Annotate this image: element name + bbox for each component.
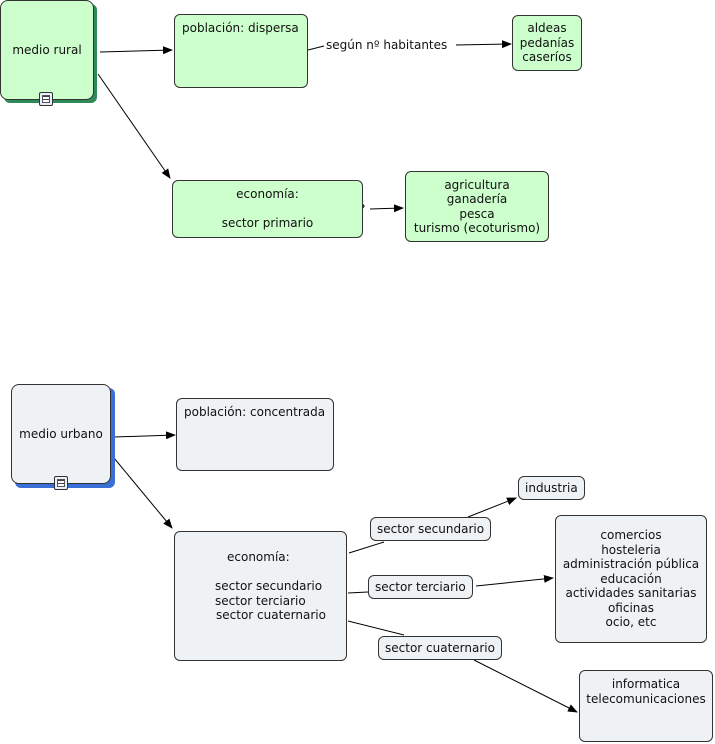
node-economia-urbana[interactable]: economía: sector secundario sector terci… [174,531,347,661]
node-poblacion-dispersa[interactable]: población: dispersa [174,14,308,88]
economia-sector: sector secundario [215,579,323,593]
edge-poblacion-link [307,45,325,51]
poblacion-dispersa-label: población: dispersa [182,21,299,35]
economia-sector: sector cuaternario [216,608,326,622]
edge-urbano-poblacion [113,431,176,440]
cuaternario-item: telecomunicaciones [586,691,706,706]
terciario-item: administración pública [562,557,700,572]
asentamiento-item: aldeas [527,21,567,36]
edge-economia-cuaternario [347,620,405,636]
terciario-item: ocio, etc [605,615,657,630]
economia-spacer [175,565,346,580]
edge-economia-terciario [347,591,369,594]
link-label-habitantes: según nº habitantes [326,38,448,52]
node-economia-rural[interactable]: economía: sector primario [172,180,363,238]
economia-spacer [173,202,362,217]
cuaternario-item: informatica [611,677,681,691]
concept-medio-urbano[interactable]: medio urbano [11,384,111,484]
node-industria[interactable]: industria [518,476,585,500]
resource-icon[interactable] [54,476,68,490]
terciario-item: oficinas [607,600,655,615]
actividad-item: pesca [459,206,495,221]
node-poblacion-concentrada[interactable]: población: concentrada [176,398,334,471]
actividad-item: turismo (ecoturismo) [413,221,541,235]
asentamiento-item: pedanías [519,35,575,50]
edge-rural-poblacion [99,46,173,55]
economia-sector: sector primario [221,216,314,231]
terciario-item: actividades sanitarias [565,586,697,601]
resource-icon[interactable] [39,92,53,106]
concept-medio-urbano-label: medio urbano [19,426,103,441]
link-sector-cuaternario[interactable]: sector cuaternario [378,636,502,660]
asentamiento-item: caseríos [522,50,572,65]
edge-secundario-industria [467,497,517,518]
actividad-item: agricultura [444,177,510,192]
concept-medio-rural-label: medio rural [12,42,82,57]
actividad-item: ganadería [446,192,508,206]
economia-title: economía: [236,187,299,202]
terciario-item: educación [600,571,662,586]
edge-rural-economia [97,73,171,179]
link-sector-secundario[interactable]: sector secundario [370,517,492,541]
edge-link-asentamientos [455,40,512,49]
terciario-item: comercios [600,528,662,543]
node-actividades-rurales[interactable]: agricultura ganadería pesca turismo (eco… [405,171,549,242]
edge-economia-actividades [369,204,404,213]
node-asentamientos[interactable]: aldeas pedanías caseríos [512,15,582,71]
node-cuaternario-items[interactable]: informatica telecomunicaciones [579,670,713,742]
poblacion-concentrada-label: población: concentrada [184,405,326,419]
edge-economia-secundario [348,541,385,554]
terciario-item: hosteleria [601,542,661,557]
concept-medio-rural[interactable]: medio rural [0,0,94,100]
edge-cuaternario-items [473,659,578,713]
node-terciario-items[interactable]: comercios hosteleria administración públ… [555,515,707,643]
edge-urbano-economia [113,457,173,529]
link-sector-terciario[interactable]: sector terciario [368,575,473,599]
edge-terciario-items [475,574,554,587]
economia-title: economía: [227,550,290,564]
economia-sector: sector terciario [215,593,306,608]
